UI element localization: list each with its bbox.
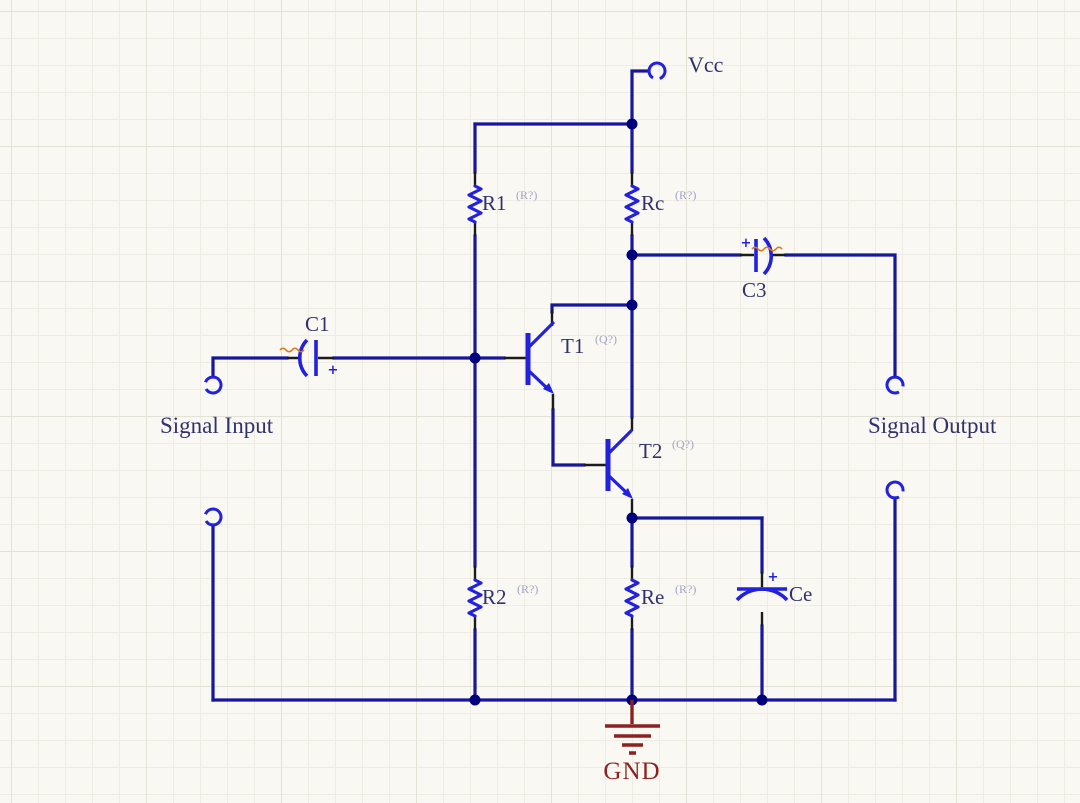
ground-symbol[interactable]: GND bbox=[603, 700, 660, 785]
junction-dot bbox=[626, 249, 638, 261]
emitter-arrow bbox=[543, 383, 554, 394]
resistor-symbol[interactable] bbox=[624, 184, 640, 224]
signal-input-label: Signal Input bbox=[160, 413, 274, 438]
designator-hint: (R?) bbox=[516, 188, 537, 202]
vcc-port-terminal[interactable] bbox=[646, 60, 668, 82]
signal-output-terminal[interactable] bbox=[884, 374, 906, 396]
designator-hint: (R?) bbox=[675, 582, 696, 596]
wires[interactable] bbox=[211, 69, 897, 702]
capacitor-curved-plate[interactable] bbox=[297, 338, 309, 378]
component-ref: C1 bbox=[305, 312, 330, 336]
signal-output-label: Signal Output bbox=[868, 413, 997, 438]
component-ref: C3 bbox=[742, 278, 767, 302]
junction-dot bbox=[469, 352, 481, 364]
component-ref: R2 bbox=[482, 585, 507, 609]
hidden-parameter-text bbox=[279, 347, 305, 353]
emitter-arrow bbox=[622, 488, 633, 499]
collector-line[interactable] bbox=[527, 321, 555, 349]
polarity-plus: + bbox=[741, 236, 752, 251]
signal-input-terminal[interactable] bbox=[203, 375, 224, 396]
junction-dot bbox=[626, 299, 638, 311]
designator-hint: (Q?) bbox=[595, 332, 617, 346]
collector-line[interactable] bbox=[607, 429, 633, 455]
capacitor-curved-plate[interactable] bbox=[735, 587, 789, 602]
polarity-plus: + bbox=[768, 570, 779, 585]
resistor-symbol[interactable] bbox=[624, 578, 640, 618]
vcc-label: Vcc bbox=[688, 52, 724, 77]
designator-hint: (R?) bbox=[517, 582, 538, 596]
resistor-Rc[interactable]: Rc (R?) bbox=[624, 184, 696, 224]
designator-hint: (Q?) bbox=[672, 437, 694, 451]
wire[interactable] bbox=[784, 253, 897, 379]
component-ref: R1 bbox=[482, 191, 507, 215]
resistor-R1[interactable]: R1 (R?) bbox=[467, 184, 537, 224]
junction-dot bbox=[626, 512, 638, 524]
junction-dots bbox=[469, 118, 768, 706]
pin bbox=[584, 417, 634, 513]
emitter-line[interactable] bbox=[607, 474, 630, 496]
capacitor-C1[interactable]: + C1 bbox=[279, 312, 339, 378]
npn-transistor-T1[interactable]: T1 (Q?) bbox=[525, 321, 617, 394]
capacitor-C3[interactable]: + C3 bbox=[741, 236, 783, 302]
wire[interactable] bbox=[630, 69, 651, 174]
component-pins bbox=[287, 172, 786, 630]
ground-bars bbox=[605, 724, 660, 755]
component-ref: Re bbox=[641, 585, 664, 609]
resistor-symbol[interactable] bbox=[467, 184, 483, 224]
resistor-Re[interactable]: Re (R?) bbox=[624, 578, 696, 618]
junction-dot bbox=[626, 118, 638, 130]
junction-dot bbox=[756, 694, 768, 706]
component-ref: T2 bbox=[639, 439, 662, 463]
output-return-terminal[interactable] bbox=[884, 479, 906, 501]
resistor-symbol[interactable] bbox=[467, 578, 483, 618]
npn-transistor-T2[interactable]: T2 (Q?) bbox=[605, 429, 694, 499]
capacitor-curved-plate[interactable] bbox=[762, 236, 774, 276]
polarity-plus: + bbox=[328, 363, 339, 378]
hidden-parameter-text bbox=[751, 246, 783, 252]
port-terminals[interactable] bbox=[203, 60, 906, 527]
resistor-R2[interactable]: R2 (R?) bbox=[467, 578, 538, 618]
component-ref: Ce bbox=[789, 582, 812, 606]
component-ref: Rc bbox=[641, 191, 664, 215]
capacitor-Ce[interactable]: + Ce bbox=[735, 570, 812, 606]
wire[interactable] bbox=[550, 303, 634, 314]
wire[interactable] bbox=[551, 408, 586, 467]
wire[interactable] bbox=[211, 356, 289, 379]
input-return-terminal[interactable] bbox=[203, 507, 224, 528]
designator-hint: (R?) bbox=[675, 188, 696, 202]
junction-dot bbox=[469, 694, 481, 706]
component-ref: T1 bbox=[561, 334, 584, 358]
ground-label: GND bbox=[603, 758, 660, 785]
